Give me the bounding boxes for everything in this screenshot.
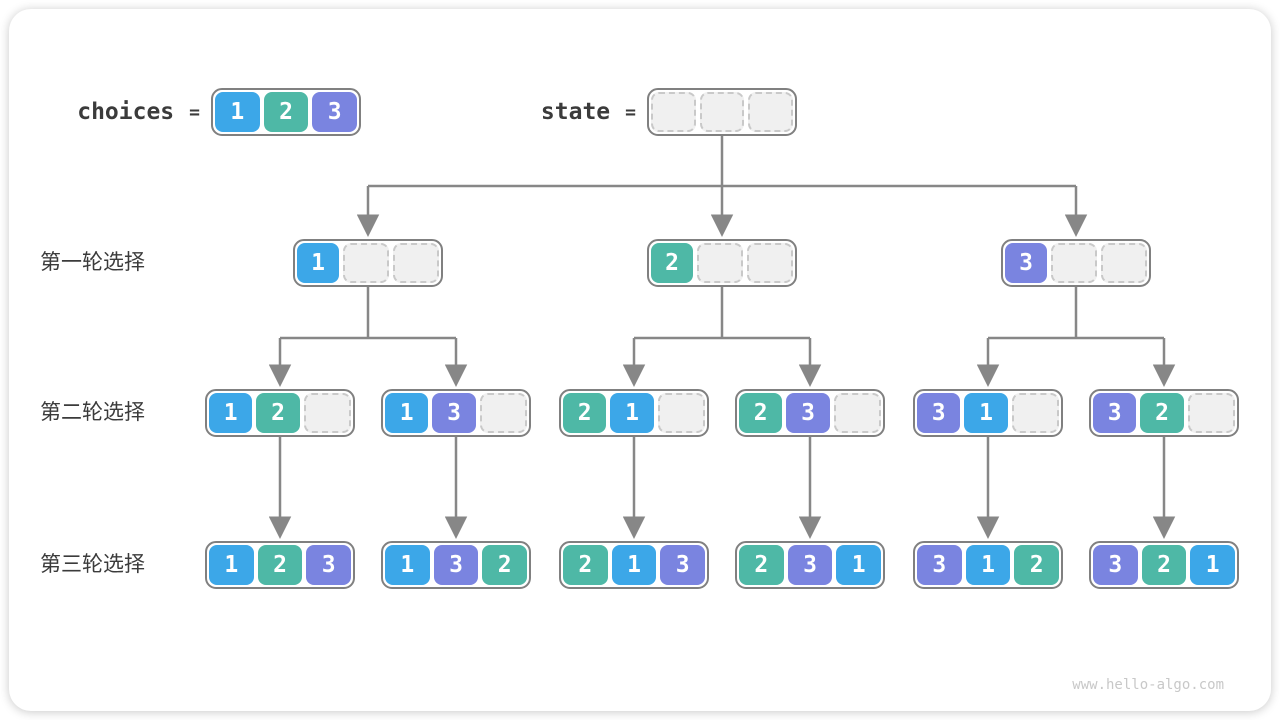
- value-slot: 2: [651, 243, 693, 283]
- value-slot: 3: [1093, 545, 1138, 585]
- row-label-round-2: 第二轮选择: [40, 401, 145, 424]
- empty-slot: [1101, 243, 1147, 283]
- value-slot: 2: [482, 545, 528, 585]
- value-slot: 2: [739, 393, 783, 433]
- value-slot: 2: [1140, 393, 1184, 433]
- value-slot: 3: [432, 393, 476, 433]
- value-slot: 2: [563, 393, 607, 433]
- value-slot: 3: [1005, 243, 1047, 283]
- choices-label: choices: [77, 99, 175, 125]
- empty-slot: [699, 92, 745, 132]
- value-slot: 1: [209, 545, 254, 585]
- state-expression: state =: [541, 88, 636, 136]
- value-slot: 2: [263, 92, 309, 132]
- value-slot: 3: [306, 545, 352, 585]
- value-slot: 2: [739, 545, 784, 585]
- value-slot: 1: [611, 545, 657, 585]
- value-slot: 3: [312, 92, 358, 132]
- value-slot: 1: [209, 393, 253, 433]
- value-slot: 1: [297, 243, 339, 283]
- value-slot: 1: [215, 92, 260, 132]
- empty-slot: [479, 393, 527, 433]
- value-slot: 2: [256, 393, 300, 433]
- value-slot: 1: [385, 393, 429, 433]
- empty-slot: [1051, 243, 1097, 283]
- value-slot: 2: [563, 545, 608, 585]
- state-label: state: [540, 99, 611, 125]
- empty-slot: [1187, 393, 1235, 433]
- value-slot: 1: [1190, 545, 1236, 585]
- empty-slot: [303, 393, 351, 433]
- value-slot: 1: [965, 545, 1011, 585]
- equals-sign: =: [189, 101, 200, 123]
- value-slot: 3: [917, 545, 962, 585]
- value-slot: 3: [1093, 393, 1137, 433]
- empty-slot: [748, 92, 794, 132]
- empty-slot: [657, 393, 705, 433]
- empty-slot: [343, 243, 389, 283]
- watermark: www.hello-algo.com: [1072, 677, 1224, 693]
- state-node-r1-0: 1: [293, 239, 443, 287]
- value-slot: 1: [610, 393, 654, 433]
- empty-slot: [1011, 393, 1059, 433]
- value-slot: 2: [1014, 545, 1060, 585]
- value-slot: 2: [1141, 545, 1187, 585]
- value-slot: 3: [786, 393, 830, 433]
- equals-sign: =: [625, 101, 636, 123]
- empty-slot: [747, 243, 793, 283]
- row-label-round-3: 第三轮选择: [40, 553, 145, 576]
- state-node-r1-2: 3: [1001, 239, 1151, 287]
- row-label-round-1: 第一轮选择: [40, 251, 145, 274]
- empty-slot: [393, 243, 439, 283]
- value-slot: 2: [257, 545, 303, 585]
- state-array-root: [647, 88, 797, 136]
- state-node-r1-1: 2: [647, 239, 797, 287]
- value-slot: 3: [787, 545, 833, 585]
- empty-slot: [833, 393, 881, 433]
- empty-slot: [697, 243, 743, 283]
- value-slot: 1: [964, 393, 1008, 433]
- value-slot: 3: [433, 545, 479, 585]
- value-slot: 1: [385, 545, 430, 585]
- value-slot: 3: [660, 545, 706, 585]
- choices-expression: choices =: [77, 88, 200, 136]
- value-slot: 1: [836, 545, 882, 585]
- empty-slot: [651, 92, 696, 132]
- value-slot: 3: [917, 393, 961, 433]
